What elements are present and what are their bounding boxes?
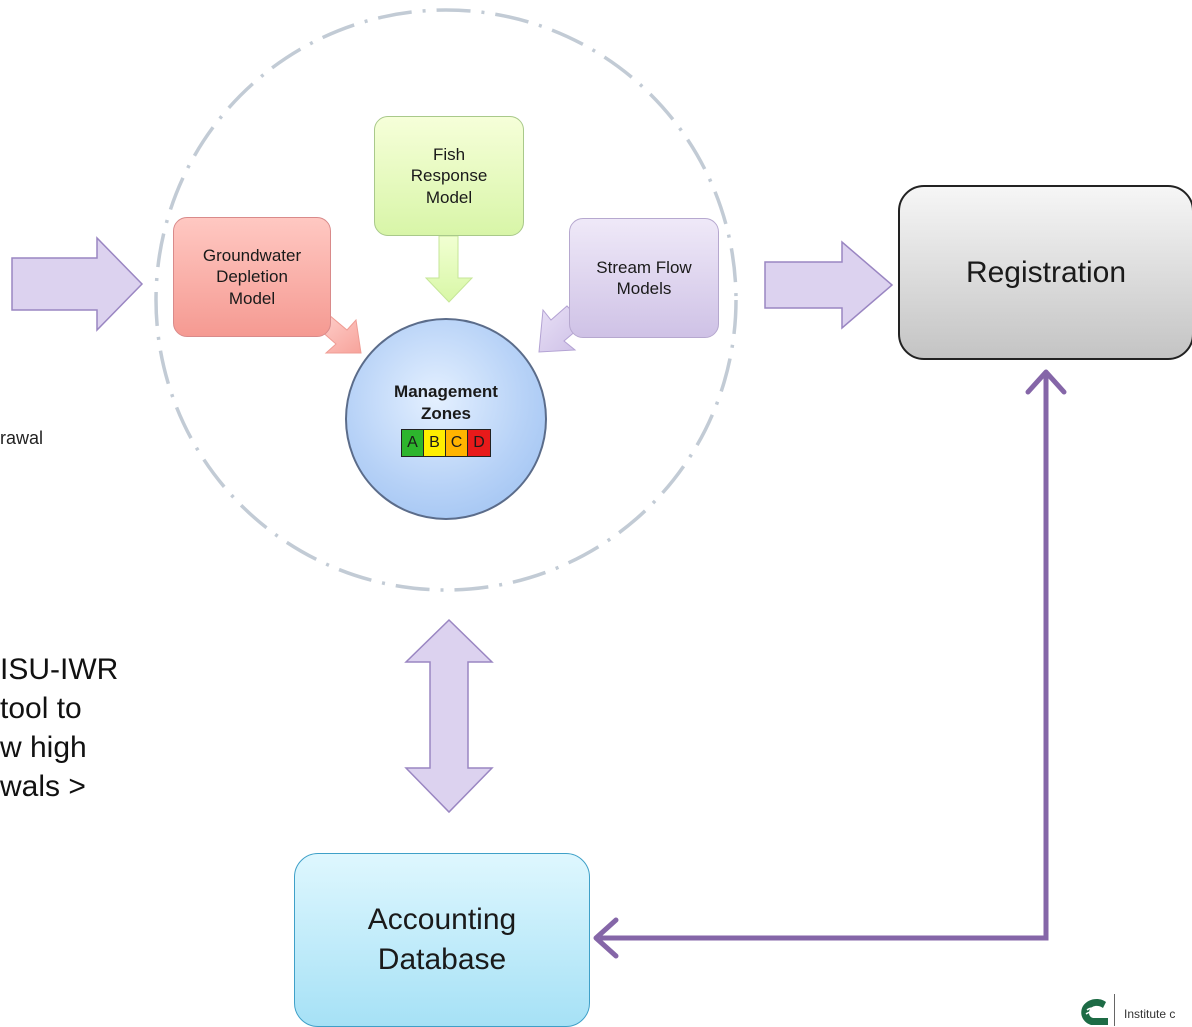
registration-node: Registration [898, 185, 1192, 360]
description-line-1: ISU-IWR [0, 653, 119, 686]
institution-name-fragment: Institute c [1124, 1007, 1176, 1021]
registration-label: Registration [965, 255, 1127, 289]
institution-logo-icon [1081, 998, 1108, 1025]
zones-database-double-arrow [404, 618, 494, 814]
fish-response-model-node: Fish Response Model [374, 116, 524, 236]
zone-d: D [468, 430, 490, 457]
management-line-1: Management [394, 381, 498, 401]
registration-database-connector [600, 374, 1049, 941]
input-arrow [11, 236, 144, 332]
zone-c: C [446, 430, 468, 457]
withdrawal-label-fragment: rawal [0, 428, 44, 448]
fish-line-3: Model [425, 187, 473, 207]
description-line-3: w high [0, 731, 87, 764]
groundwater-line-2: Depletion [216, 267, 288, 287]
database-arrowhead [593, 917, 619, 959]
groundwater-depletion-model-node: Groundwater Depletion Model [173, 217, 331, 337]
fish-to-zones-arrow [424, 235, 474, 303]
registration-arrowhead [1025, 369, 1067, 395]
accounting-line-1: Accounting [367, 902, 517, 936]
fish-line-1: Fish [432, 145, 466, 165]
management-line-2: Zones [420, 404, 472, 423]
accounting-database-node: Accounting Database [294, 853, 590, 1027]
management-zones-node: Management Zones A B C D [345, 318, 547, 520]
output-arrow [764, 240, 894, 330]
stream-line-1: Stream Flow [596, 257, 692, 277]
zone-legend: A B C D [401, 429, 491, 458]
stream-line-2: Models [616, 279, 672, 298]
logo-divider [1114, 994, 1115, 1026]
groundwater-line-3: Model [228, 288, 276, 308]
groundwater-line-1: Groundwater [202, 246, 302, 266]
zone-a: A [402, 430, 424, 457]
description-text-fragment: ISU-IWR tool to w high wals > [0, 650, 118, 806]
stream-flow-models-node: Stream Flow Models [569, 218, 719, 338]
description-line-2: tool to [0, 692, 82, 725]
zone-b: B [424, 430, 446, 457]
accounting-line-2: Database [377, 943, 507, 976]
description-line-4: wals > [0, 770, 86, 803]
fish-line-2: Response [410, 166, 488, 186]
management-zones-title: Management Zones [394, 381, 498, 425]
models-boundary-ring [154, 8, 738, 592]
